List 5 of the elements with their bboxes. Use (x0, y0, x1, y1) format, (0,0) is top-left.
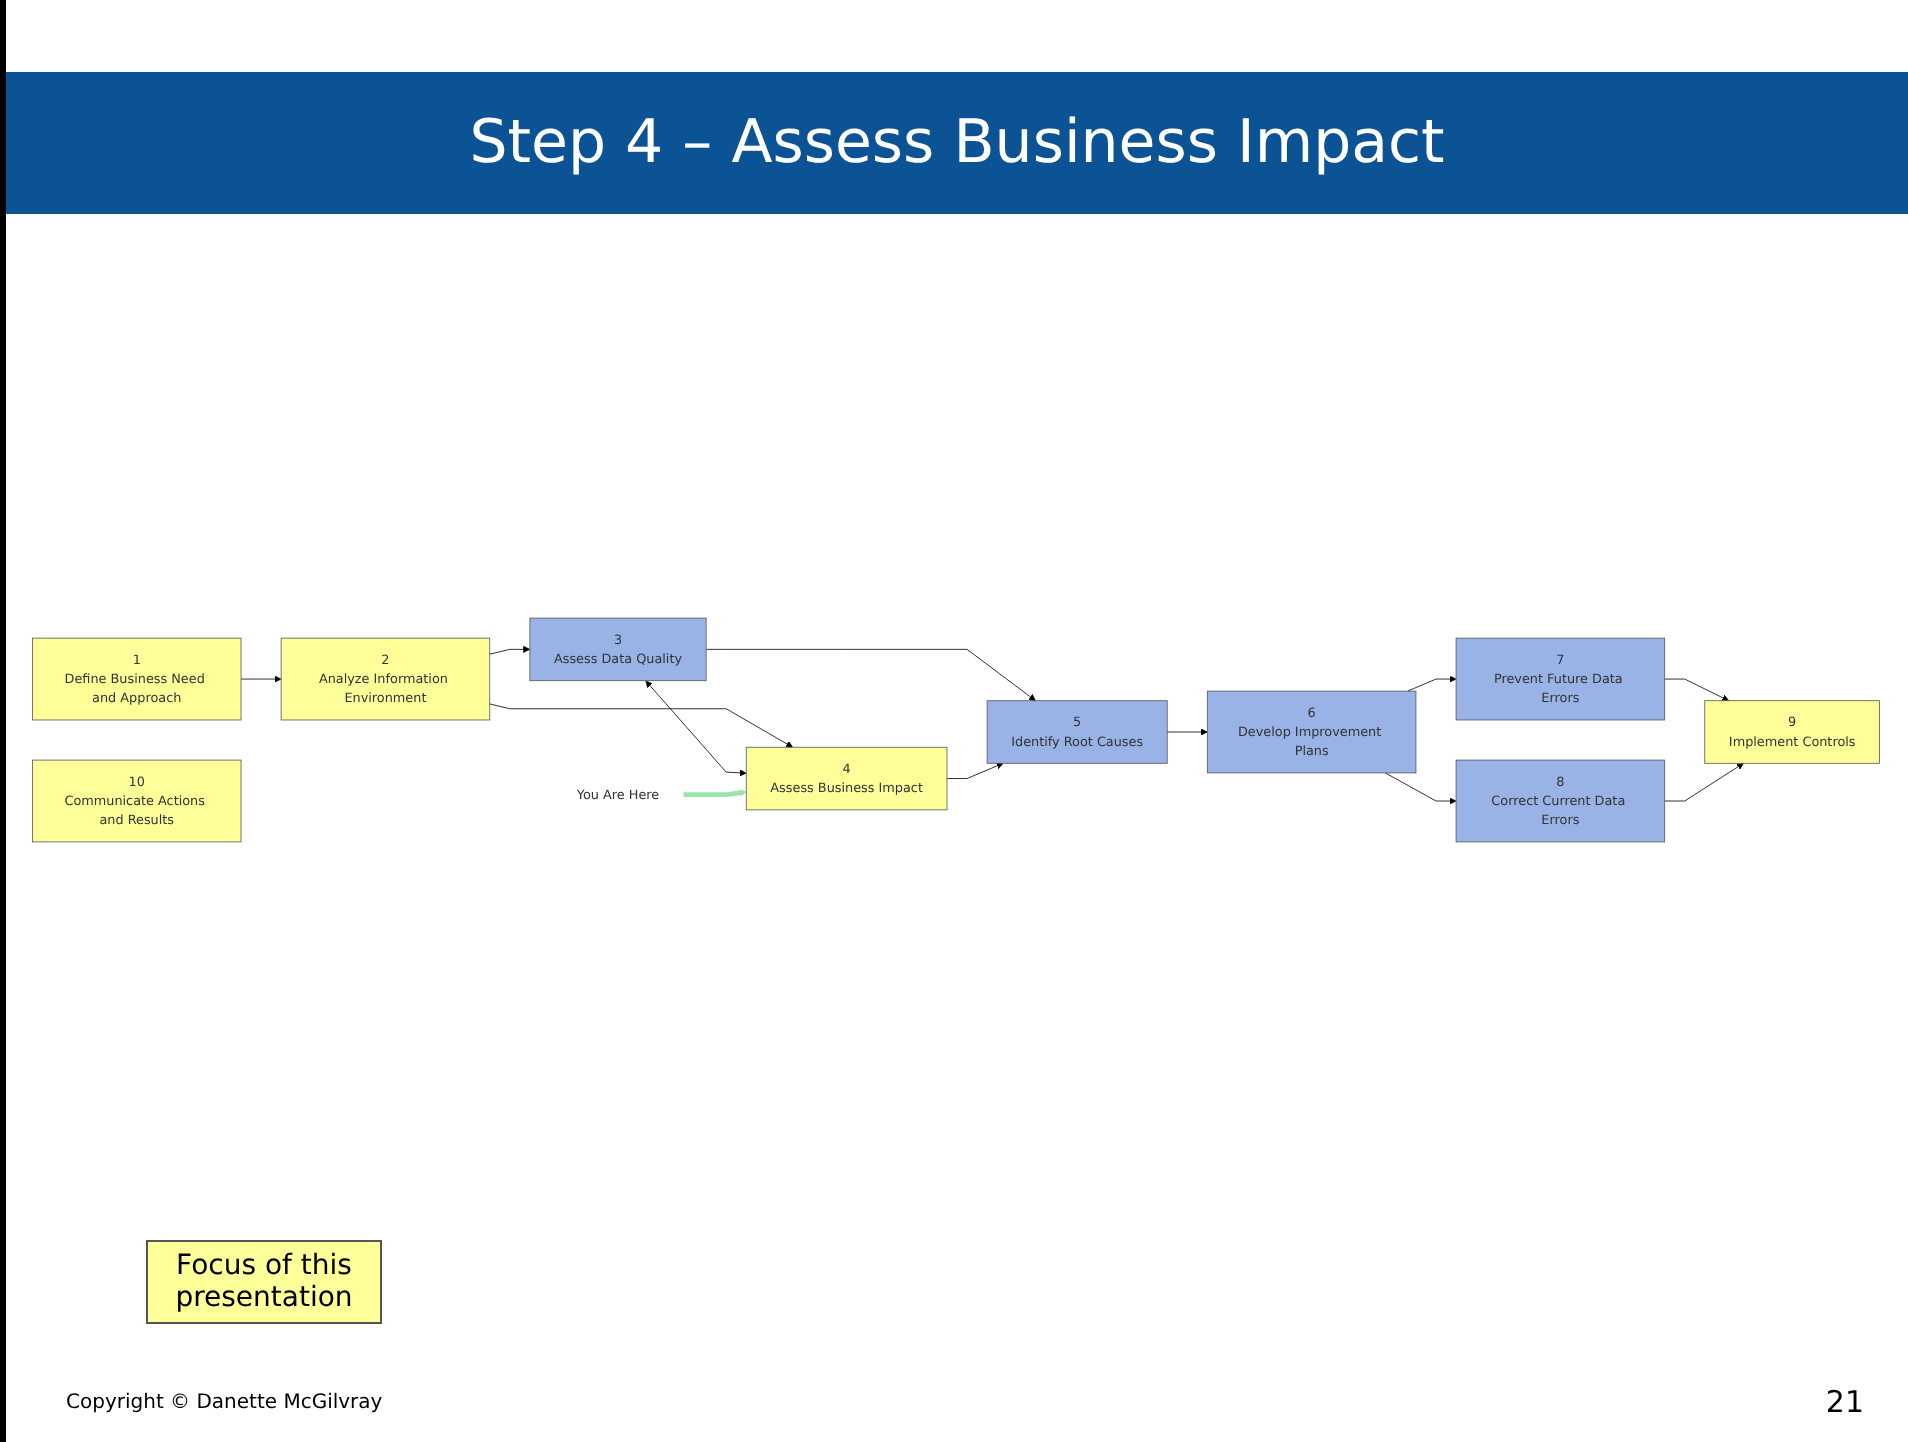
copyright-note: Copyright © Danette McGilvray (66, 1392, 383, 1414)
page-number: 21 (1825, 1384, 1864, 1420)
legend-swatch: Focus of this presentation (146, 1240, 382, 1324)
title-banner: Step 4 – Assess Business Impact (6, 72, 1908, 214)
arrow (683, 789, 747, 797)
